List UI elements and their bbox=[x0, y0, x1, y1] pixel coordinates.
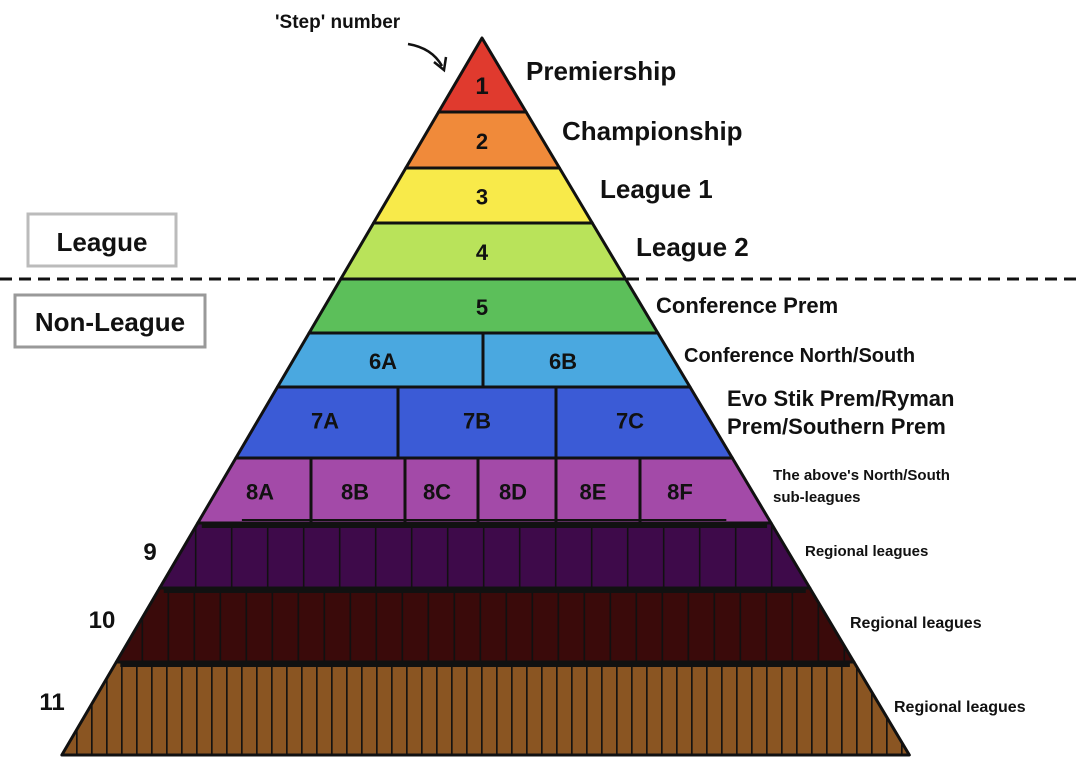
step-5-league-name: Conference Prem bbox=[656, 293, 838, 318]
step-6-band: 6A 6B bbox=[275, 331, 692, 389]
step-band-fill bbox=[60, 660, 911, 757]
division-label: 8B bbox=[341, 480, 369, 505]
step-number-label: 10 bbox=[89, 607, 116, 634]
step-number-label: 9 bbox=[143, 539, 156, 566]
step-1-band: 1 bbox=[437, 36, 528, 114]
step-number-label: 5 bbox=[476, 295, 488, 320]
annotation-arrow-icon bbox=[407, 42, 444, 67]
division-label: 8F bbox=[667, 480, 693, 505]
step-band-fill bbox=[114, 586, 856, 664]
annotation-arrowhead-icon bbox=[433, 56, 448, 73]
division-label: 6A bbox=[369, 349, 397, 374]
step-number-label: 3 bbox=[476, 185, 488, 210]
step-11-league-name: Regional leagues bbox=[894, 699, 1026, 716]
step-1-league-name: Premiership bbox=[526, 56, 676, 86]
step-7-league-name: Evo Stik Prem/Ryman bbox=[727, 386, 954, 411]
step-5-band: 5 bbox=[307, 277, 660, 335]
step-7-band: 7A 7B 7C bbox=[234, 385, 734, 460]
step-7-league-name-line2: Prem/Southern Prem bbox=[727, 414, 946, 439]
step-number-annotation: 'Step' number bbox=[275, 12, 401, 33]
non-league-zone-box bbox=[13, 293, 207, 349]
step-10-league-name: Regional leagues bbox=[850, 615, 982, 632]
league-zone-box bbox=[26, 212, 178, 268]
division-label: 7A bbox=[311, 409, 339, 434]
division-label: 8A bbox=[246, 480, 274, 505]
step-number-label: 2 bbox=[476, 129, 488, 154]
step-10-band bbox=[114, 586, 856, 664]
step-4-band: 4 bbox=[339, 221, 628, 281]
step-8-league-name: The above's North/South bbox=[773, 467, 950, 484]
league-zone-label: League bbox=[56, 227, 147, 257]
division-label: 7B bbox=[463, 409, 491, 434]
step-6-league-name: Conference North/South bbox=[684, 345, 915, 367]
step-2-league-name: Championship bbox=[562, 116, 743, 146]
division-label: 6B bbox=[549, 349, 577, 374]
step-number-label: 1 bbox=[475, 73, 488, 100]
step-2-band: 2 bbox=[404, 110, 561, 170]
division-label: 8D bbox=[499, 480, 527, 505]
step-number-label: 11 bbox=[39, 689, 64, 716]
step-4-league-name: League 2 bbox=[636, 232, 749, 262]
step-3-band: 3 bbox=[372, 166, 594, 225]
division-label: 8C bbox=[423, 480, 451, 505]
division-label: 7C bbox=[616, 409, 644, 434]
step-number-label: 4 bbox=[476, 240, 489, 265]
step-9-league-name: Regional leagues bbox=[805, 543, 928, 560]
step-8-league-name-line2: sub-leagues bbox=[773, 489, 861, 506]
step-band-fill bbox=[158, 521, 812, 590]
step-9-band bbox=[158, 521, 812, 590]
step-8-band: 8A 8B 8C 8D 8E 8F bbox=[196, 456, 773, 525]
division-label: 8E bbox=[580, 480, 607, 505]
step-11-band bbox=[60, 660, 911, 757]
non-league-zone-label: Non-League bbox=[35, 307, 185, 337]
step-3-league-name: League 1 bbox=[600, 174, 713, 204]
